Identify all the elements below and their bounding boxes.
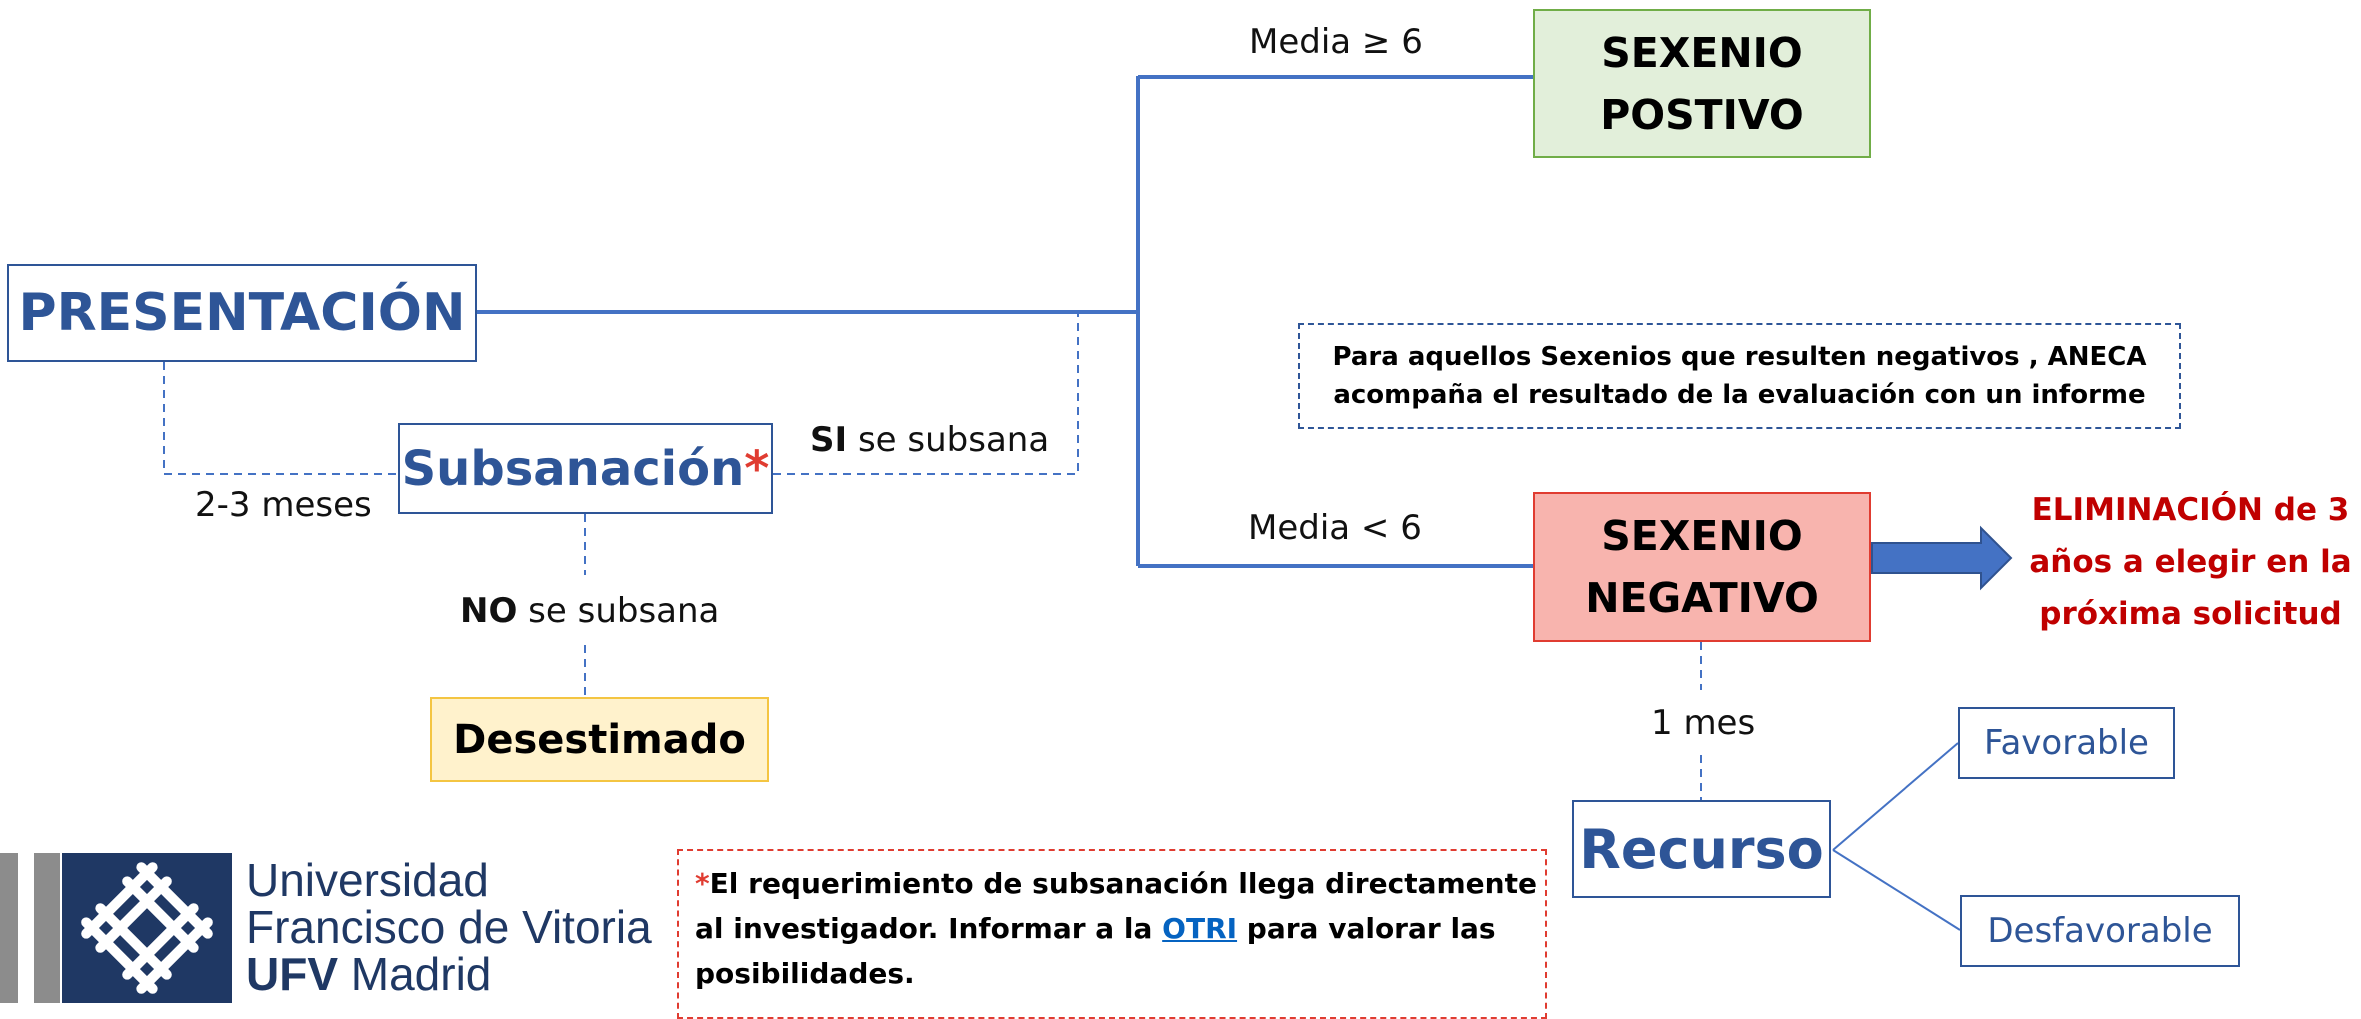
footnote-line-2a: al investigador. Informar a la	[695, 912, 1163, 945]
si-bold: SI	[810, 420, 848, 460]
logo-line-1: Universidad	[246, 854, 489, 906]
footnote-line-2b: para valorar las	[1237, 912, 1496, 945]
logo-text: Universidad Francisco de Vitoria UFV Mad…	[246, 857, 652, 998]
desfavorable-label: Desfavorable	[1987, 911, 2213, 951]
footnote-box: *El requerimiento de subsanación llega d…	[677, 849, 1547, 1019]
footnote-line-1: El requerimiento de subsanación llega di…	[709, 867, 1537, 900]
si-subsana-dashed-connector	[773, 314, 1079, 475]
favorable-connector	[1832, 742, 1959, 851]
aneca-note-line-2: acompaña el resultado de la evaluación c…	[1333, 380, 2146, 410]
no-subsana-label: NO se subsana	[460, 591, 719, 631]
ufv-logo: Universidad Francisco de Vitoria UFV Mad…	[0, 853, 660, 1003]
logo-emblem-icon	[81, 862, 213, 994]
eliminacion-line-2: años a elegir en la	[2029, 544, 2352, 580]
media-lt-label: Media < 6	[1248, 508, 1422, 548]
sexenio-positivo-line-2: POSTIVO	[1600, 90, 1804, 139]
logo-emblem	[62, 853, 232, 1003]
desfavorable-connector	[1832, 849, 1961, 931]
recurso-label: Recurso	[1579, 817, 1824, 881]
logo-grey-bar-1	[0, 853, 18, 1003]
subsanacion-asterisk: *	[744, 440, 770, 497]
desestimado-box: Desestimado	[430, 697, 769, 782]
subsanacion-label: Subsanación	[401, 440, 745, 497]
aneca-note-box: Para aquellos Sexenios que resulten nega…	[1298, 323, 2181, 429]
sexenio-negativo-line-2: NEGATIVO	[1585, 574, 1819, 622]
si-rest: se subsana	[847, 420, 1050, 460]
presentacion-label: PRESENTACIÓN	[18, 283, 466, 343]
no-rest: se subsana	[517, 591, 720, 631]
meses-label: 2-3 meses	[195, 485, 372, 525]
logo-line-3-rest: Madrid	[338, 948, 492, 1000]
otri-link[interactable]: OTRI	[1162, 912, 1238, 945]
no-bold: NO	[460, 591, 518, 631]
logo-line-3-bold: UFV	[246, 948, 338, 1000]
sexenio-negativo-box: SEXENIO NEGATIVO	[1533, 492, 1871, 642]
sexenio-positivo-line-1: SEXENIO	[1601, 28, 1803, 77]
aneca-note-line-1: Para aquellos Sexenios que resulten nega…	[1332, 342, 2147, 372]
presentacion-box: PRESENTACIÓN	[7, 264, 477, 362]
logo-grey-bar-2	[34, 853, 60, 1003]
sexenio-positivo-box: SEXENIO POSTIVO	[1533, 9, 1871, 158]
recurso-box: Recurso	[1572, 800, 1831, 898]
si-subsana-label: SI se subsana	[810, 420, 1049, 460]
eliminacion-text: ELIMINACIÓN de 3 años a elegir en la pró…	[2020, 484, 2361, 640]
desfavorable-box: Desfavorable	[1960, 895, 2240, 967]
logo-line-2: Francisco de Vitoria	[246, 901, 652, 953]
meses-dashed-connector	[163, 362, 398, 475]
un-mes-label: 1 mes	[1651, 703, 1756, 743]
eliminacion-arrow	[1871, 525, 2013, 591]
footnote-asterisk: *	[695, 867, 710, 900]
media-ge-label: Media ≥ 6	[1249, 22, 1423, 62]
eliminacion-line-1: ELIMINACIÓN de 3	[2031, 492, 2350, 528]
favorable-label: Favorable	[1984, 723, 2149, 763]
subsanacion-box: Subsanación*	[398, 423, 773, 514]
eliminacion-line-3: próxima solicitud	[2039, 596, 2342, 632]
sexenio-negativo-line-1: SEXENIO	[1601, 512, 1803, 560]
footnote-line-3: posibilidades.	[695, 957, 915, 990]
favorable-box: Favorable	[1958, 707, 2175, 779]
desestimado-label: Desestimado	[453, 716, 746, 763]
